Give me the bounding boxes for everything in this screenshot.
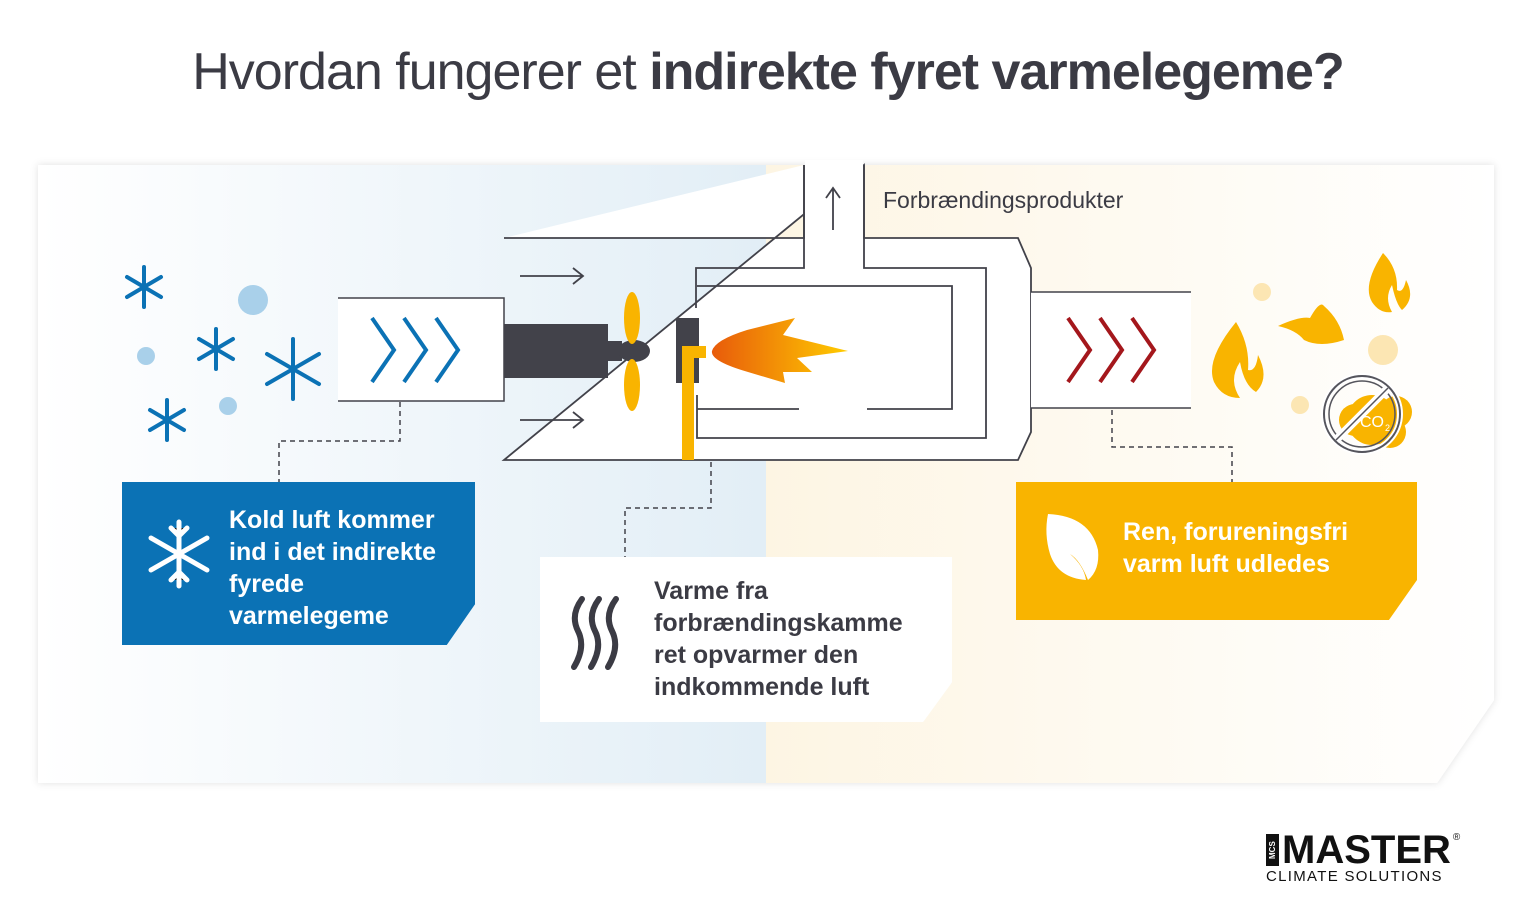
exhaust-label: Forbrændingsprodukter [883,187,1124,213]
heat-text-line: ret opvarmer den [654,641,859,669]
snowflake-icons [125,265,321,442]
snowflake-icon [148,398,186,442]
snowflake-icon [125,265,163,309]
heat-box: Varme fra forbrændingskamme ret opvarmer… [540,557,952,722]
cold-text-line: ind i det indirekte [229,538,436,566]
cold-text-line: Kold luft kommer [229,506,435,534]
inlet-duct [338,297,505,402]
flame-icon [711,318,848,383]
heat-text-line: Varme fra [654,577,768,605]
red-chevrons-icon [1066,316,1157,384]
clean-text-line: Ren, forureningsfri [1123,518,1349,546]
leaf-icon [1278,304,1344,344]
logo-registered: ® [1452,832,1461,843]
connectors [278,402,1233,557]
cold-text-line: varmelegeme [229,602,389,630]
fuel-line [682,346,706,460]
motor-icon [504,324,650,378]
heat-text-line: forbrændingskamme [654,609,903,637]
blue-chevrons-icon [370,316,461,384]
title-bold: indirekte fyret varmelegeme? [649,43,1345,101]
cold-text-line: fyrede [229,570,305,598]
page-title: Hvordan fungerer et indirekte fyret varm… [0,42,1536,102]
logo-mcs: MCS [1266,834,1279,866]
co2-label: CO [1360,414,1384,431]
fire-icon [1211,322,1264,398]
snowflake-icon [197,327,235,371]
snowflake-icon [265,337,321,401]
heat-waves-icon [571,596,619,670]
cold-dots [137,285,268,415]
co2-subscript: 2 [1385,423,1390,433]
fire-icon [1368,253,1411,313]
snowflake-icon [148,519,210,589]
fan-icon [624,292,640,411]
outlet-duct [1031,291,1191,409]
logo-brand: MASTER [1282,828,1451,872]
clean-text-line: varm luft udledes [1123,550,1330,578]
master-logo: MCS MASTER ® CLIMATE SOLUTIONS [1266,828,1506,886]
leaf-icon [1046,514,1099,580]
logo-tagline: CLIMATE SOLUTIONS [1266,868,1443,885]
title-light: Hvordan fungerer et [192,43,650,101]
co2-text: CO2 [1360,414,1390,433]
cold-air-box: Kold luft kommer ind i det indirekte fyr… [122,482,475,645]
no-co2-icon: CO2 [1321,373,1412,455]
clean-air-box: Ren, forureningsfri varm luft udledes [1016,482,1417,620]
warm-icons: CO2 [1211,253,1412,455]
heat-text-line: indkommende luft [654,673,870,701]
